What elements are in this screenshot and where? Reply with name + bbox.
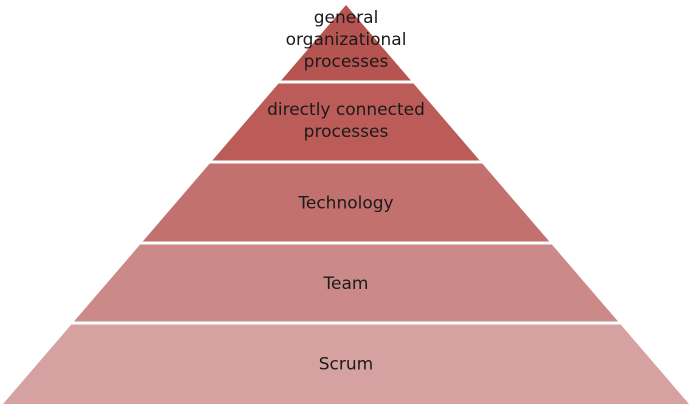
pyramid-layer-2-label-line: directly connected <box>267 100 425 120</box>
pyramid-layer-5 <box>3 324 689 404</box>
pyramid-layer-3-label-line: Technology <box>297 194 393 214</box>
pyramid-layer-3-label: Technology <box>297 194 393 214</box>
pyramid-layer-4-label-line: Team <box>323 274 369 294</box>
pyramid-layer-2 <box>212 83 480 161</box>
pyramid-layer-2-label-line: processes <box>304 122 389 142</box>
pyramid-layer-5-label-line: Scrum <box>319 355 373 375</box>
pyramid-layer-3 <box>142 163 550 242</box>
pyramid-layer-1-label-line: processes <box>304 52 389 72</box>
pyramid-layer-1-label-line: general <box>314 8 379 28</box>
pyramid-layer-1 <box>281 5 411 81</box>
pyramid-layer-5-label: Scrum <box>319 355 373 375</box>
pyramid-layer-4 <box>73 244 619 322</box>
pyramid-layer-4-label: Team <box>323 274 369 294</box>
pyramid-layer-1-label-line: organizational <box>286 30 407 50</box>
pyramid-layers <box>3 5 689 404</box>
